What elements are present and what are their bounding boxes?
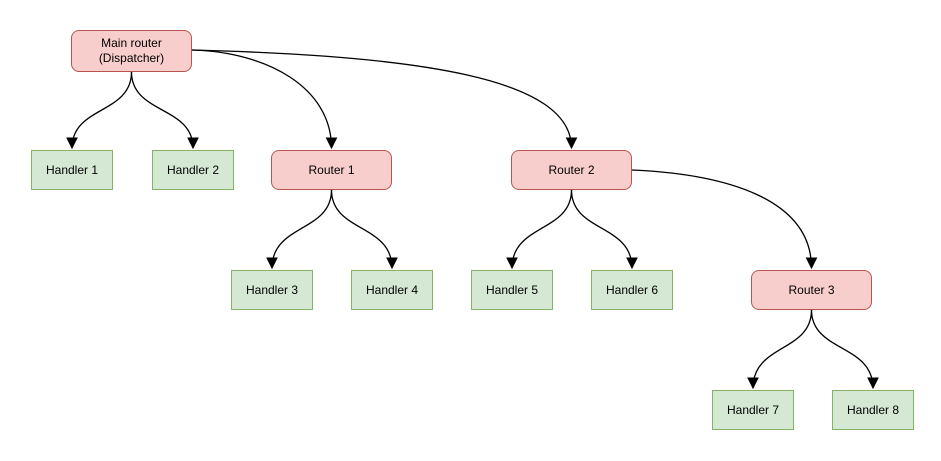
node-label: Router 1 [308,162,355,177]
node-handler-8: Handler 8 [832,390,914,430]
node-handler-7: Handler 7 [712,390,794,430]
node-label: (Dispatcher) [98,51,165,65]
node-label: Handler 7 [726,402,780,417]
edge-router-2-to-handler-6 [570,189,638,270]
node-label: Handler 1 [45,162,99,177]
node-main-router: Main router (Dispatcher) [71,30,192,72]
edge-main-router-to-handler-1 [66,71,133,150]
node-label: Main router [101,36,162,50]
node-label: Router 3 [788,282,835,297]
node-label: Handler 4 [365,282,419,297]
node-handler-5: Handler 5 [471,270,553,310]
node-label: Handler 3 [245,282,299,297]
node-handler-3: Handler 3 [231,270,313,310]
node-label: Handler 6 [605,282,659,297]
node-router-3: Router 3 [751,270,872,310]
edge-main-router-to-router-1 [191,49,338,150]
edge-router-2-to-handler-5 [506,189,573,270]
node-label: Router 2 [548,162,595,177]
node-router-1: Router 1 [271,150,392,190]
node-handler-1: Handler 1 [31,150,113,190]
node-router-2: Router 2 [511,150,632,190]
edge-router-3-to-handler-7 [747,309,813,390]
edge-router-3-to-handler-8 [810,309,879,390]
edge-router-2-to-router-3 [631,169,818,270]
node-handler-2: Handler 2 [152,150,234,190]
edge-router-1-to-handler-3 [266,189,333,270]
edge-router-1-to-handler-4 [330,189,398,270]
node-label: Handler 5 [485,282,539,297]
node-label: Handler 2 [166,162,220,177]
edge-main-router-to-handler-2 [130,71,199,150]
node-handler-4: Handler 4 [351,270,433,310]
node-handler-6: Handler 6 [591,270,673,310]
node-label: Handler 8 [846,402,900,417]
edge-main-router-to-router-2 [191,49,578,150]
